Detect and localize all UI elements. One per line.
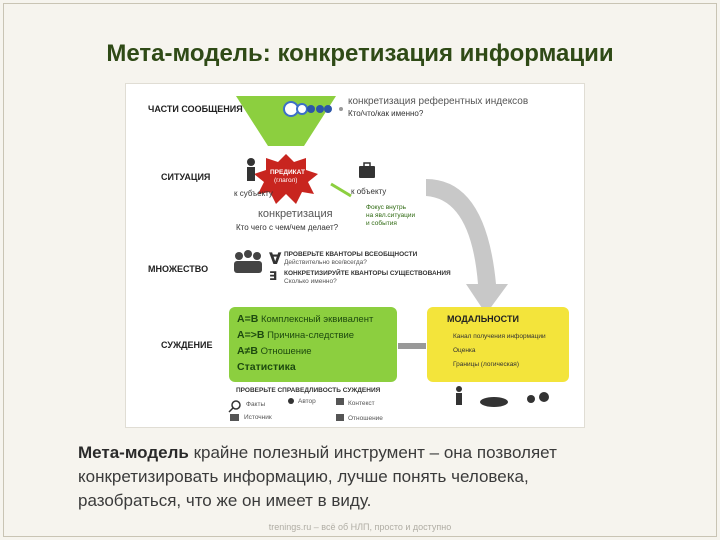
green-line-1-text: Комплексный эквивалент [261,314,373,325]
suitcase-handle [364,163,370,167]
row-label-set: МНОЖЕСТВО [148,264,208,274]
meta-model-diagram: ∀ ∃ ЧАСТИ СООБЩЕНИЯ СИТУАЦИЯ МНОЖЕСТВО С… [125,83,585,428]
to-object: к объекту [351,187,386,196]
exists-icon: ∃ [269,269,277,283]
grey-curved-arrow [426,179,508,314]
check-author: Автор [298,398,316,405]
person-icon-body [247,167,255,181]
green-line-4: Статистика [237,361,296,373]
context-icon [336,398,344,405]
modal-line-1: Канал получения информации [453,333,546,340]
judgement-green-box: А=В Комплексный эквивалент А=>В Причина-… [229,307,397,382]
modalities-yellow-box: МОДАЛЬНОСТИ Канал получения информации О… [427,307,569,382]
people-icon [244,250,252,258]
green-line-2-symbol: А=>В [237,329,264,341]
modalities-title: МОДАЛЬНОСТИ [447,314,519,324]
green-arrow [331,184,351,196]
predicate-label: ПРЕДИКАТ [270,169,305,176]
green-line-3-symbol: А≠В [237,345,258,357]
to-subject: к субъекту [234,189,273,198]
quantifier-all: ПРОВЕРЬТЕ КВАНТОРЫ ВСЕОБЩНОСТИ [284,251,417,258]
quantifier-exists: КОНКРЕТИЗИРУЙТЕ КВАНТОРЫ СУЩЕСТВОВАНИЯ [284,270,451,277]
body-bold-term: Мета-модель [78,443,189,462]
footer-credit: trenings.ru – всё об НЛП, просто и досту… [0,522,720,532]
spec-question: Кто чего с чем/чем делает? [236,223,338,232]
magnifier-icon [232,401,240,409]
object-icon [527,395,535,403]
magnifier-handle [229,408,233,412]
modal-line-3: Границы (логическая) [453,361,519,368]
ref-question: Кто/что/как именно? [348,109,423,118]
people-icon [253,252,261,260]
dot-icon [339,107,343,111]
check-context: Контекст [348,400,375,407]
ref-title: конкретизация референтных индексов [348,96,528,107]
circle-icon [324,105,332,113]
circle-icon [297,104,307,114]
body-line-3: разобраться, что же он имеет в виду. [78,491,371,510]
person-icon [247,158,255,166]
quantifier-all-question: Действительно все/всегда? [284,259,367,266]
quantifier-exists-question: Сколько именно? [284,278,337,285]
side-note-3: и события [366,220,397,227]
green-line-1-symbol: А=В [237,313,258,325]
relation-icon [336,414,344,421]
source-icon [230,414,239,421]
green-line-2-text: Причина-следствие [267,330,354,341]
person-icon [456,386,462,392]
circle-icon [307,105,315,113]
side-note-2: на явл.ситуации [366,212,415,219]
body-paragraph: Мета-модель крайне полезный инструмент –… [78,441,688,513]
message-ellipse [480,397,508,407]
spec-title: конкретизация [258,208,333,220]
body-line-2: конкретизировать информацию, лучше понят… [78,467,529,486]
circle-icon [316,105,324,113]
suitcase-icon [359,166,375,178]
modal-line-2: Оценка [453,347,476,354]
green-line-1: А=В Комплексный эквивалент [237,313,373,325]
check-title: ПРОВЕРЬТЕ СПРАВЕДЛИВОСТЬ СУЖДЕНИЯ [236,387,380,394]
row-label-judgement: СУЖДЕНИЕ [161,340,213,350]
green-line-2: А=>В Причина-следствие [237,329,354,341]
check-relation: Отношение [348,415,383,422]
object-icon [539,392,549,402]
body-line-1: крайне полезный инструмент – она позволя… [189,443,557,462]
green-line-4-symbol: Статистика [237,361,296,373]
green-line-3-text: Отношение [261,346,312,357]
people-icon [235,252,243,260]
circle-icon [284,102,298,116]
green-line-3: А≠В Отношение [237,345,312,357]
check-facts: Факты [246,401,265,408]
author-icon [288,398,294,404]
forall-icon: ∀ [269,249,282,268]
row-label-message-parts: ЧАСТИ СООБЩЕНИЯ [148,104,243,114]
people-icon-body [234,261,262,273]
slide-title: Мета-модель: конкретизация информации [0,40,720,68]
person-icon-body [456,393,462,405]
side-note-1: Фокус внутрь [366,204,406,211]
predicate-sub: (глагол) [274,177,297,184]
row-label-situation: СИТУАЦИЯ [161,172,210,182]
check-source: Источник [244,414,272,421]
